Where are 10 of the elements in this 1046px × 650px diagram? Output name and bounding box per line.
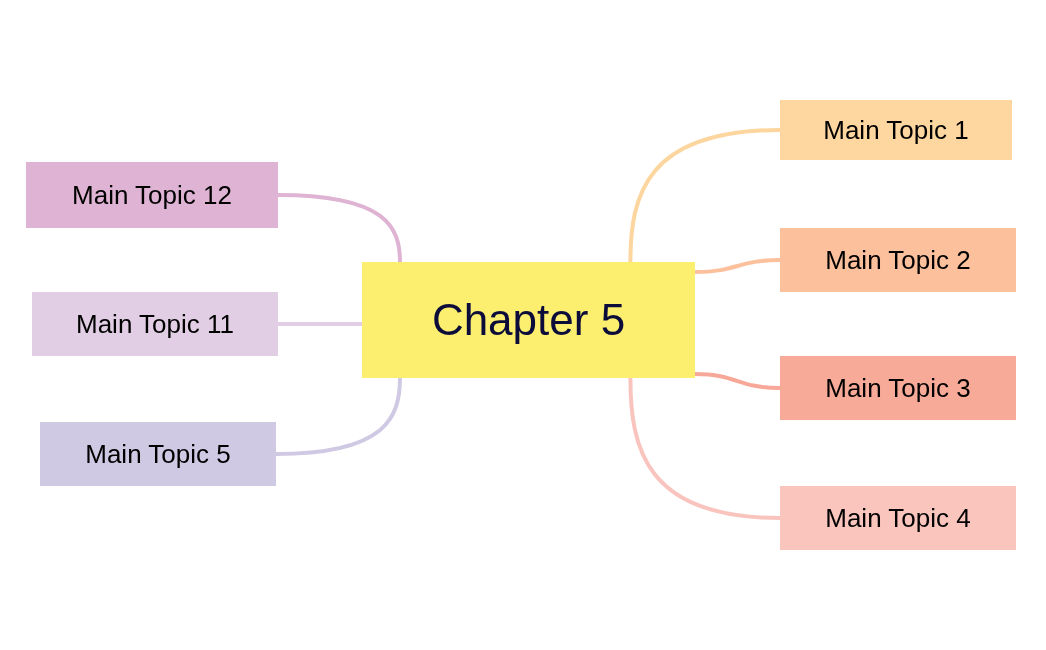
connector-line bbox=[628, 128, 782, 264]
topic-box: Main Topic 12 bbox=[26, 162, 278, 228]
topic-box: Main Topic 2 bbox=[780, 228, 1016, 292]
topic-box: Main Topic 3 bbox=[780, 356, 1016, 420]
topic-box: Main Topic 5 bbox=[40, 422, 276, 486]
topic-box: Main Topic 11 bbox=[32, 292, 278, 356]
topic-box: Main Topic 4 bbox=[780, 486, 1016, 550]
topic-box: Main Topic 1 bbox=[780, 100, 1012, 160]
central-topic-box: Chapter 5 bbox=[362, 262, 695, 378]
connector-line bbox=[628, 376, 782, 520]
